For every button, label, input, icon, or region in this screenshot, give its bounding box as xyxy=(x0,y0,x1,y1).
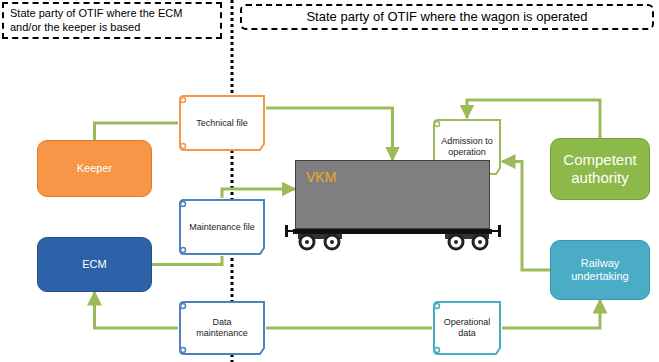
flow-connector xyxy=(266,108,393,160)
document-scroll: Maintenance file xyxy=(178,198,266,256)
flow-connector xyxy=(152,256,222,265)
actor-box: Competent authority xyxy=(550,138,650,200)
node-label: Maintenance file xyxy=(189,222,255,233)
node-label: Railway undertaking xyxy=(557,257,643,283)
wagon-wheels xyxy=(300,235,487,249)
node-label: VKM xyxy=(306,169,336,186)
node-label: Data maintenance xyxy=(187,317,257,339)
flow-connector xyxy=(502,300,600,328)
node-label: State party of OTIF where the wagon is o… xyxy=(306,9,587,25)
flow-connector xyxy=(502,162,550,271)
region-box: State party of OTIF where the ECM and/or… xyxy=(2,2,222,39)
flow-connector xyxy=(95,292,179,328)
node-label: Technical file xyxy=(196,118,248,129)
document-scroll: Operational data xyxy=(432,300,502,356)
node-label: Competent authority xyxy=(557,151,643,187)
region-box: State party of OTIF where the wagon is o… xyxy=(240,4,654,30)
flow-connector xyxy=(222,189,295,198)
document-scroll: Technical file xyxy=(178,94,266,152)
actor-box: Railway undertaking xyxy=(550,240,650,300)
node-label: Keeper xyxy=(77,162,112,175)
node-label: State party of OTIF where the ECM and/or… xyxy=(10,7,214,33)
node-label: Operational data xyxy=(441,317,493,339)
flow-connector xyxy=(95,123,179,140)
node-label: ECM xyxy=(82,258,106,271)
flow-connector xyxy=(266,327,432,330)
actor-box: ECM xyxy=(37,237,152,292)
actor-box: Keeper xyxy=(37,140,152,197)
document-scroll: Data maintenance xyxy=(178,300,266,356)
wagon-body: VKM xyxy=(295,160,490,229)
node-label: Admission to operation xyxy=(441,136,493,158)
